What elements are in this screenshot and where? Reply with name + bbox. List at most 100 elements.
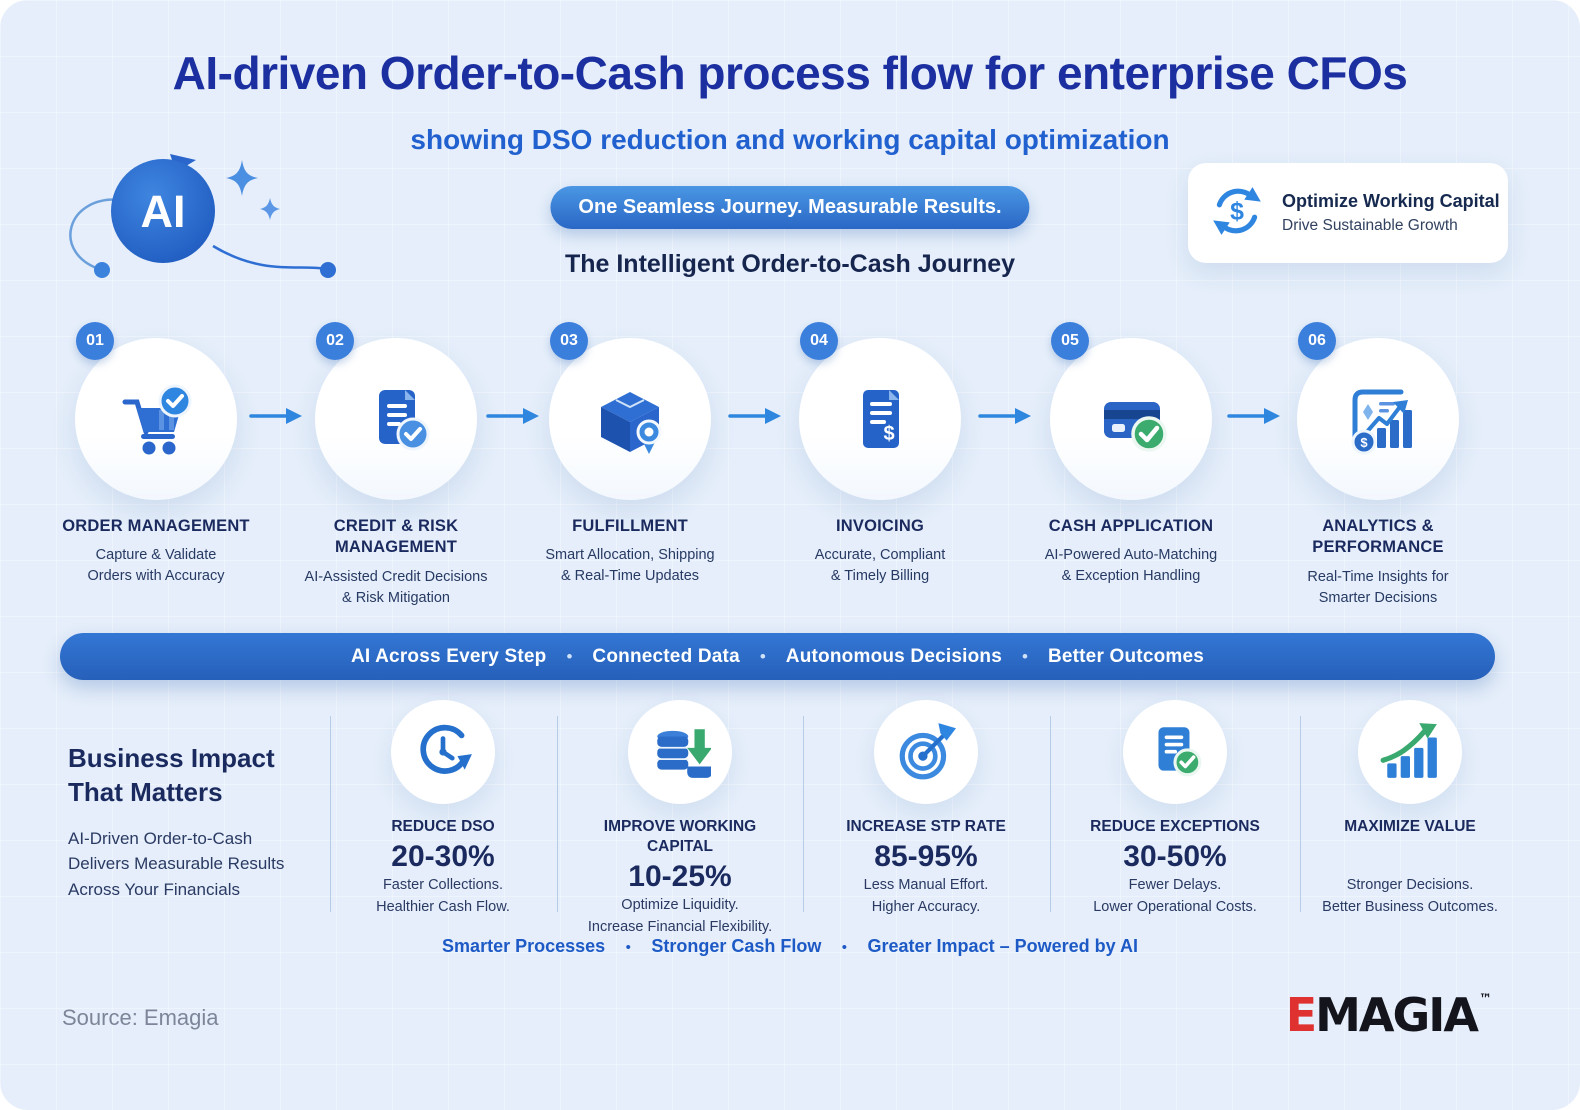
bullet-separator: • [566, 646, 573, 666]
step-fulfillment: 03 FULFILLMENT Smart Allocation, Shippin… [510, 318, 750, 587]
step-title: ANALYTICS & PERFORMANCE [1312, 517, 1444, 557]
flow-arrow-icon [1227, 408, 1280, 424]
capital-card-subtitle: Drive Sustainable Growth [1282, 217, 1458, 234]
tagline-item: Stronger Cash Flow [651, 936, 822, 956]
coins-down-arrow-icon [657, 729, 711, 778]
step-description: AI-Powered Auto-Matching& Exception Hand… [1044, 547, 1218, 585]
source-credit: Source: Emagia [62, 1005, 219, 1030]
banner-item: Better Outcomes [1047, 645, 1205, 667]
credit-card-check-icon [1104, 402, 1167, 452]
step-credit-risk-management: 02 CREDIT & RISK MANAGEMENT AI-Assisted … [276, 318, 516, 609]
stat-description: Stronger Decisions.Better Business Outco… [1322, 877, 1498, 915]
ai-banner: AI Across Every Step • Connected Data • … [60, 633, 1495, 680]
stat-title: INCREASE STP RATE [846, 818, 1006, 835]
step-title: CREDIT & RISK MANAGEMENT [333, 517, 459, 557]
stat-reduce-dso: REDUCE DSO 20-30% Faster Collections.Hea… [333, 700, 553, 919]
growth-bars-icon [1380, 723, 1437, 778]
stat-icon-circle [628, 700, 732, 804]
step-description: Smart Allocation, Shipping& Real-Time Up… [545, 547, 715, 585]
document-check-green-icon [1158, 727, 1202, 777]
stat-value [1300, 839, 1520, 875]
stat-title: REDUCE DSO [391, 818, 495, 835]
stat-increase-stp-rate: INCREASE STP RATE 85-95% Less Manual Eff… [816, 700, 1036, 919]
impact-paragraph: AI-Driven Order-to-Cash Delivers Measura… [68, 828, 285, 899]
step-title: INVOICING [836, 517, 924, 535]
step-description: Accurate, Compliant& Timely Billing [814, 547, 946, 585]
document-check-icon [379, 390, 430, 451]
stat-value: 20-30% [391, 840, 495, 874]
banner-item: Autonomous Decisions [785, 645, 1002, 667]
analytics-chart-icon: $ [1351, 389, 1412, 455]
stat-description: Fewer Delays.Lower Operational Costs. [1093, 877, 1257, 915]
ai-sparkle-network-icon: AI [69, 154, 336, 278]
shopping-cart-check-icon [122, 384, 192, 455]
stat-title: IMPROVE WORKING CAPITAL [603, 818, 757, 856]
stat-value: 85-95% [874, 840, 978, 874]
flow-arrow-icon [728, 408, 781, 424]
flow-arrow-icon [486, 408, 539, 424]
bullet-separator: • [1021, 646, 1028, 666]
stat-icon-circle [1123, 700, 1227, 804]
capital-card-text: Optimize Working Capital Drive Sustainab… [1282, 191, 1500, 235]
vertical-divider [330, 716, 331, 912]
tagline-item: Smarter Processes [442, 936, 606, 956]
flow-arrow-icon [978, 408, 1031, 424]
banner-item: Connected Data [592, 645, 740, 667]
step-title: CASH APPLICATION [1048, 517, 1214, 535]
stat-value: 30-50% [1123, 840, 1227, 874]
step-title: FULFILLMENT [572, 517, 688, 535]
impact-heading: Business Impact That Matters [68, 743, 275, 807]
capital-card-title: Optimize Working Capital [1282, 191, 1500, 211]
vertical-divider [1300, 716, 1301, 912]
tagline-item: Greater Impact – Powered by AI [867, 936, 1138, 956]
page-title: AI-driven Order-to-Cash process flow for… [172, 47, 1408, 99]
invoice-dollar-icon: $ [863, 390, 899, 448]
svg-text:$: $ [1360, 435, 1368, 450]
stat-icon-circle [1358, 700, 1462, 804]
banner-item: AI Across Every Step [350, 645, 547, 667]
stat-description: Less Manual Effort.Higher Accuracy. [863, 877, 989, 915]
bullet-separator: • [841, 939, 848, 956]
stat-improve-working-capital: IMPROVE WORKING CAPITAL 10-25% Optimize … [570, 700, 790, 939]
vertical-divider [557, 716, 558, 912]
stat-description: Optimize Liquidity.Increase Financial Fl… [587, 897, 773, 936]
step-invoicing: 04 $ INVOICING Accurate, Compliant& Time… [760, 318, 1000, 587]
step-icon-circle: $ [799, 338, 961, 500]
step-icon-circle: $ [1297, 338, 1459, 500]
package-location-icon [601, 392, 662, 454]
dollar-refresh-icon: $ [1208, 182, 1266, 245]
stat-title: REDUCE EXCEPTIONS [1090, 818, 1260, 835]
step-icon-circle [75, 338, 237, 500]
flow-arrow-icon [249, 408, 302, 424]
step-cash-application: 05 CASH APPLICATION AI-Powered Auto-Matc… [1011, 318, 1251, 587]
stat-value: 10-25% [628, 860, 732, 894]
step-icon-circle [549, 338, 711, 500]
target-dart-icon [899, 723, 956, 780]
optimize-working-capital-card: $ Optimize Working Capital Drive Sustain… [1188, 163, 1508, 263]
journey-pill: One Seamless Journey. Measurable Results… [550, 186, 1030, 229]
footer-tagline: Smarter Processes • Stronger Cash Flow •… [0, 936, 1580, 957]
bullet-separator: • [625, 939, 631, 956]
emagia-logo-rest: MAGIA [1315, 988, 1479, 1042]
step-description: AI-Assisted Credit Decisions& Risk Mitig… [304, 568, 488, 606]
step-number-badge: 01 [76, 322, 114, 360]
emagia-logo-first-letter: E [1285, 988, 1317, 1042]
trademark-symbol: ™ [1479, 992, 1492, 1007]
vertical-divider [1050, 716, 1051, 912]
stat-maximize-value: MAXIMIZE VALUE Stronger Decisions.Better… [1300, 700, 1520, 919]
step-number-badge: 02 [316, 322, 354, 360]
step-icon-circle [1050, 338, 1212, 500]
journey-heading: The Intelligent Order-to-Cash Journey [564, 250, 1016, 278]
step-number-badge: 04 [800, 322, 838, 360]
step-analytics-performance: 06 $ ANALYTICS & PERFORMANCE Real-Time I… [1258, 318, 1498, 609]
stat-title: MAXIMIZE VALUE [1344, 818, 1476, 835]
stat-icon-circle [874, 700, 978, 804]
stat-reduce-exceptions: REDUCE EXCEPTIONS 30-50% Fewer Delays.Lo… [1065, 700, 1285, 919]
step-number-badge: 05 [1051, 322, 1089, 360]
stat-icon-circle [391, 700, 495, 804]
